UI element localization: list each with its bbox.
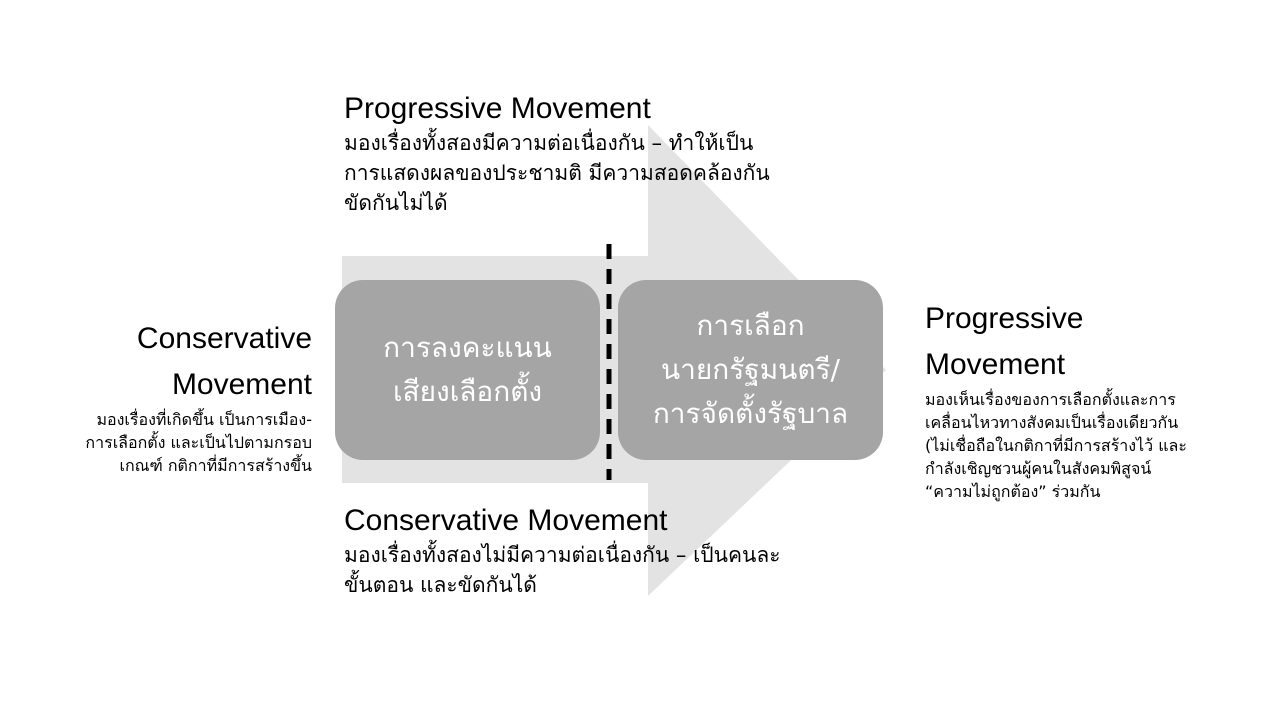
arrow-shape	[342, 125, 886, 596]
right-progressive-block: Progressive Movement มองเห็นเรื่องของการ…	[925, 296, 1255, 503]
right-heading: Progressive Movement	[925, 302, 1084, 381]
top-description: มองเรื่องทั้งสองมีความต่อเนื่องกัน – ทำใ…	[344, 131, 770, 215]
government-box-line-1: การเลือก	[696, 309, 805, 342]
top-heading: Progressive Movement	[344, 92, 651, 125]
bottom-description: มองเรื่องทั้งสองไม่มีความต่อเนื่องกัน – …	[344, 543, 781, 597]
voting-box: การลงคะแนน เสียงเลือกตั้ง	[335, 280, 600, 460]
voting-box-line-1: การลงคะแนน	[383, 331, 552, 364]
government-box-line-2: นายกรัฐมนตรี/	[661, 353, 840, 386]
left-conservative-block: Conservative Movement มองเรื่องที่เกิดขึ…	[30, 316, 312, 477]
left-heading: Conservative Movement	[136, 322, 312, 401]
top-progressive-block: Progressive Movement มองเรื่องทั้งสองมีค…	[344, 90, 904, 218]
left-description: มองเรื่องที่เกิดขึ้น เป็นการเมือง- การเล…	[85, 410, 312, 475]
government-formation-box: การเลือก นายกรัฐมนตรี/ การจัดตั้งรัฐบาล	[618, 280, 883, 460]
voting-box-line-2: เสียงเลือกตั้ง	[392, 375, 543, 408]
bottom-heading: Conservative Movement	[344, 504, 668, 537]
bottom-conservative-block: Conservative Movement มองเรื่องทั้งสองไม…	[344, 502, 904, 600]
government-box-line-3: การจัดตั้งรัฐบาล	[652, 397, 849, 430]
right-description: มองเห็นเรื่องของการเลือกตั้งและการ เคลื่…	[925, 390, 1187, 501]
